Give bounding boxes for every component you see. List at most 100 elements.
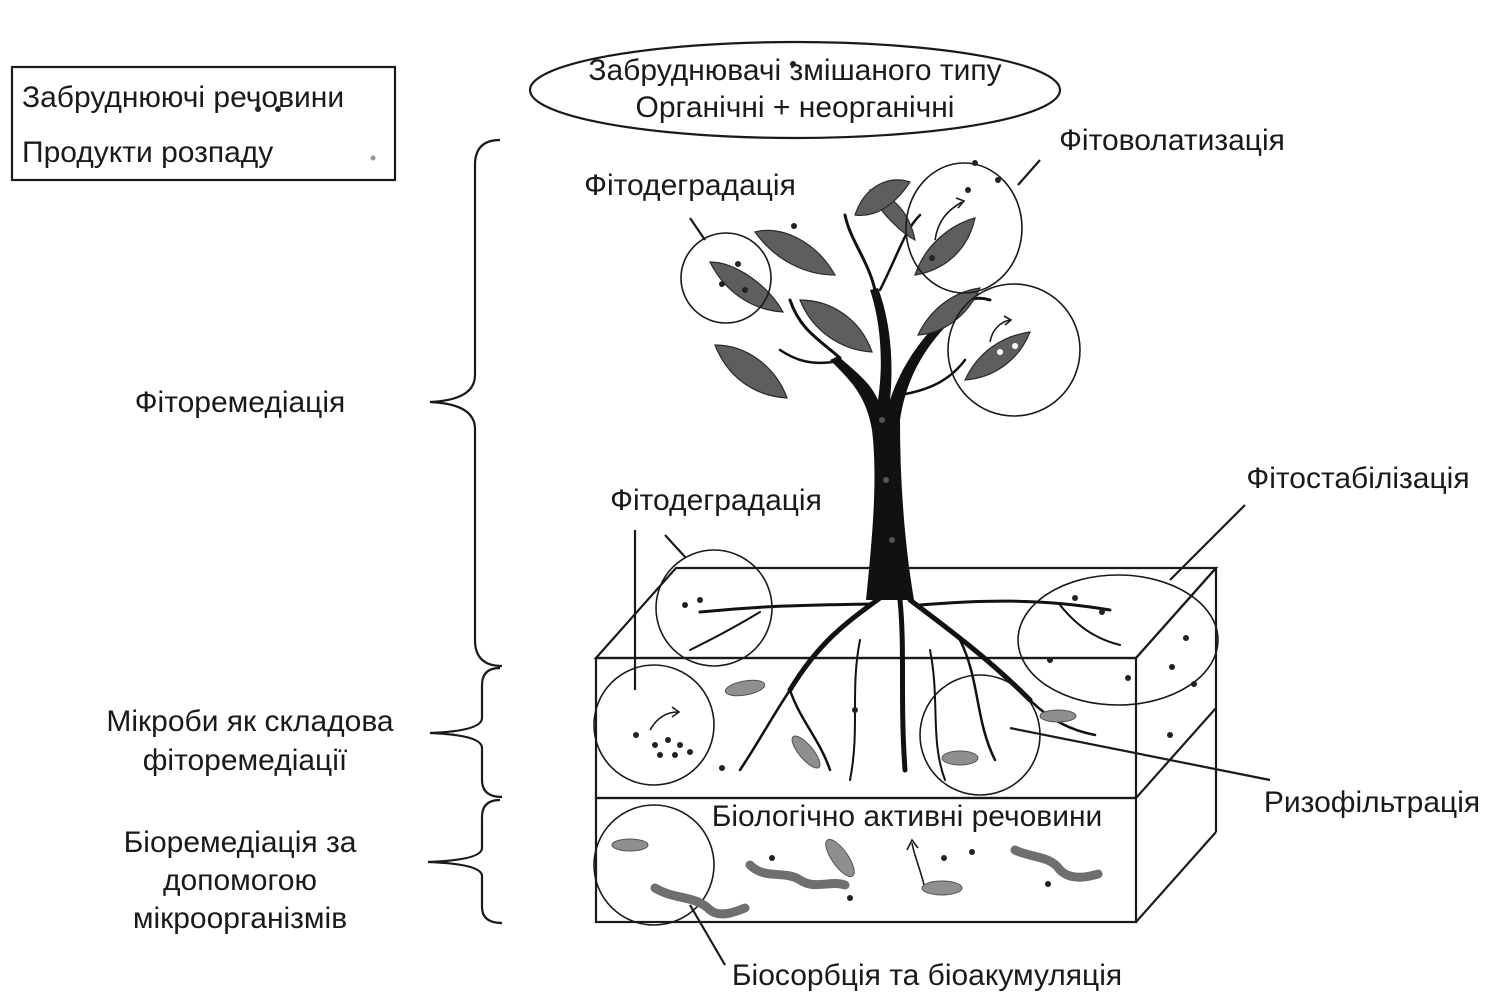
trunk-dot (883, 477, 889, 483)
branch (845, 215, 875, 290)
arrow (912, 843, 924, 885)
dot (719, 765, 725, 771)
dot (965, 187, 971, 193)
legend-pollutants: Забруднюючі речовини (22, 81, 344, 114)
label-biosorption: Біосорбція та біоакумуляція (732, 959, 1122, 992)
leaf (800, 300, 872, 352)
microbe (724, 678, 766, 699)
dot (1045, 881, 1051, 887)
dot (995, 177, 1001, 183)
label-bioremediation-line2: допомогою (163, 864, 317, 897)
leaf (965, 332, 1030, 380)
dot (941, 855, 947, 861)
microbe (788, 732, 824, 772)
leaf (710, 262, 783, 312)
soil-edge (1136, 832, 1216, 922)
trunk-dot (879, 417, 885, 423)
leader (665, 535, 686, 558)
root (920, 601, 1110, 610)
dot (665, 737, 671, 743)
dot (852, 707, 858, 713)
arrow (650, 712, 678, 730)
label-phytodegradation-soil: Фітодеградація (610, 484, 822, 517)
root (790, 598, 880, 690)
dot (1169, 664, 1175, 670)
leader (1010, 728, 1270, 780)
dot (735, 261, 741, 267)
label-bioactive: Біологічно активні речовини (712, 800, 1103, 833)
pollutant-dot (255, 106, 261, 112)
label-bioremediation-line1: Біоремедіація за (124, 826, 357, 859)
dot (969, 849, 975, 855)
dot (1183, 635, 1189, 641)
worm (750, 865, 845, 885)
dot (1125, 675, 1131, 681)
microbe (922, 881, 962, 895)
dot (633, 732, 639, 738)
microbe (821, 835, 859, 880)
root (700, 604, 870, 612)
worm (655, 888, 745, 914)
dot (847, 895, 853, 901)
label-phytodegradation-top: Фітодеградація (584, 169, 796, 202)
microbe (942, 751, 978, 765)
label-microbes-line1: Мікроби як складова (106, 705, 394, 738)
dot (1167, 732, 1173, 738)
dot (687, 749, 693, 755)
label-bioremediation-line3: мікроорганізмів (133, 902, 347, 935)
dot (769, 855, 775, 861)
trunk-dot (889, 537, 895, 543)
mixed-pollutants-ellipse: Забруднювачі змішаного типу Органічні + … (530, 42, 1060, 138)
soil-edge (1136, 708, 1216, 798)
dot (682, 602, 688, 608)
dot (997, 349, 1003, 355)
circle-biosorption (594, 805, 714, 925)
dot (697, 597, 703, 603)
leaf (755, 230, 835, 275)
leaf (918, 288, 980, 335)
dot (657, 752, 663, 758)
ellipse-line1: Забруднювачі змішаного типу (588, 54, 1001, 87)
leaf (715, 345, 787, 398)
dot (742, 287, 748, 293)
root (690, 612, 760, 650)
dot (677, 742, 683, 748)
dot (1099, 609, 1105, 615)
dot (1191, 681, 1197, 687)
dot (652, 742, 658, 748)
dot (1012, 343, 1018, 349)
leaf (915, 218, 975, 275)
dot (929, 255, 935, 261)
label-rhizofiltration: Ризофільтрація (1264, 786, 1480, 819)
brace-phytoremediation (430, 140, 502, 666)
legend: Забруднюючі речовини Продукти розпаду (12, 67, 395, 180)
microbe (612, 839, 648, 851)
brace-microbes (430, 668, 502, 797)
soil-edge (1136, 568, 1216, 658)
left-braces (428, 140, 502, 923)
label-phytovolatilization: Фітоволатизація (1059, 124, 1285, 157)
label-phytoremediation: Фіторемедіація (135, 386, 346, 419)
ellipse-line2: Органічні + неорганічні (636, 91, 955, 124)
dot (1072, 595, 1078, 601)
dot (972, 160, 978, 166)
dot (1047, 657, 1053, 663)
label-phytostabilization: Фітостабілізація (1246, 462, 1469, 495)
pollutant-dot (275, 106, 281, 112)
root (900, 600, 905, 770)
root (740, 690, 790, 770)
dot (719, 281, 725, 287)
circle-rhizofiltration (920, 675, 1040, 795)
dot (791, 223, 797, 229)
pollutant-dot (790, 61, 796, 67)
microbe (1040, 710, 1076, 722)
dot (672, 752, 678, 758)
product-dot (371, 156, 376, 161)
worm (1015, 850, 1098, 877)
leader (1018, 160, 1040, 185)
leader (690, 218, 705, 240)
branch (780, 350, 833, 363)
legend-products: Продукти розпаду (22, 136, 273, 169)
soil-layer-root-zone (596, 658, 1136, 798)
